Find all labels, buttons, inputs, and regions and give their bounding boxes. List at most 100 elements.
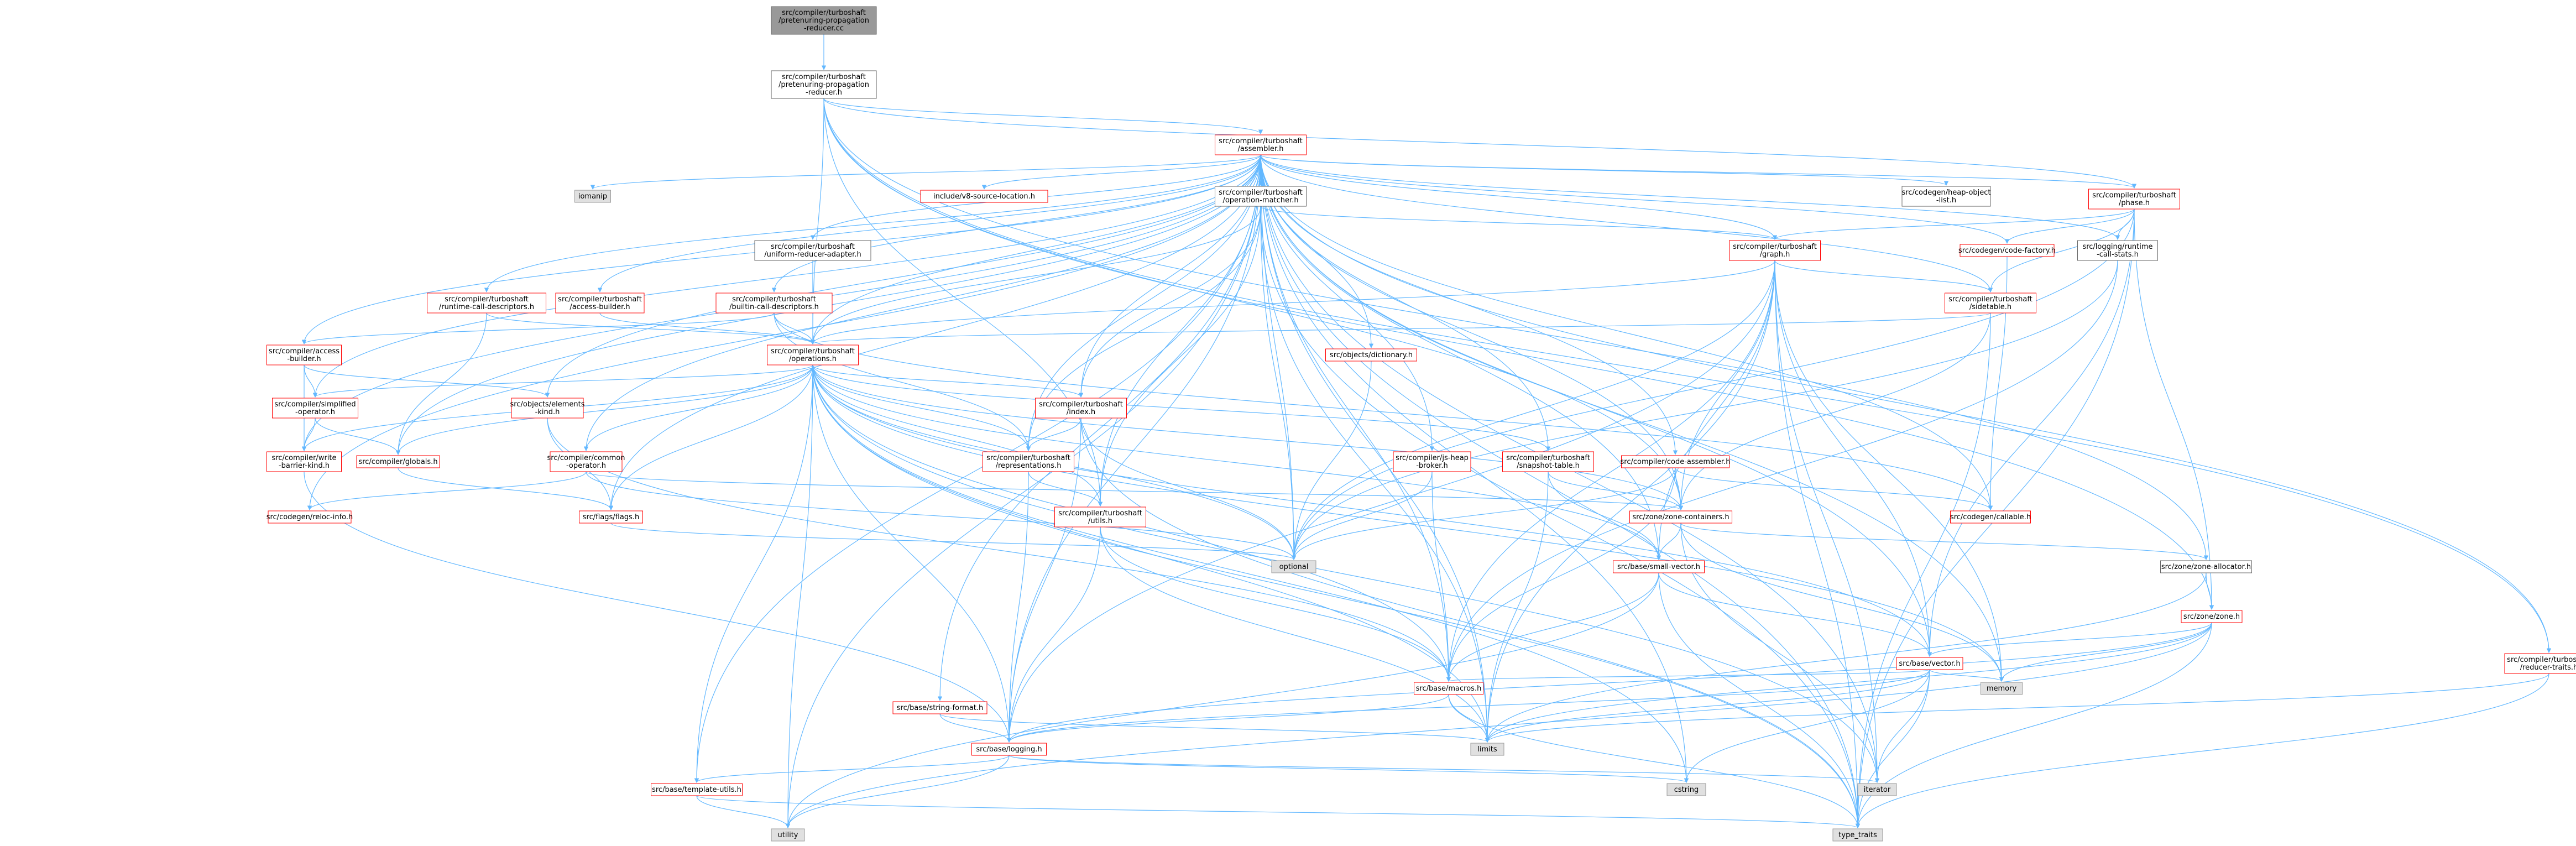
node-box [1613, 560, 1705, 573]
node-root[interactable]: src/compiler/turboshaft/pretenuring-prop… [771, 6, 877, 35]
edge-runtime_call_descriptors_h-to-operations_h [486, 312, 816, 344]
edge-simplified_operator_h-to-write_barrier_kind_h [301, 417, 316, 451]
node-memory: memory [1981, 682, 2023, 695]
node-utils-h[interactable]: src/compiler/turboshaft/utils.h [1054, 506, 1146, 528]
node-dictionary-h[interactable]: src/objects/dictionary.h [1325, 348, 1417, 362]
node-snapshot-table-h[interactable]: src/compiler/turboshaft/snapshot-table.h [1502, 451, 1594, 472]
node-label-line: /graph.h [1760, 250, 1790, 259]
edge-assembler_h-to-reducer_traits_h [1260, 154, 2552, 653]
node-reloc-info-h[interactable]: src/codegen/reloc-info.h [267, 510, 353, 524]
edge-runtime_call_stats_h-to-optional [1291, 260, 2118, 560]
node-zone-allocator-h[interactable]: src/zone/zone-allocator.h [2160, 560, 2252, 573]
node-box [1215, 186, 1307, 207]
node-zone-containers-h[interactable]: src/zone/zone-containers.h [1629, 510, 1732, 524]
node-compiler-access-builder-h[interactable]: src/compiler/access-builder.h [267, 344, 342, 365]
node-reducer-traits-h[interactable]: src/compiler/turboshaft/reducer-traits.h [2504, 653, 2576, 674]
node-label-line: src/compiler/simplified [274, 400, 356, 409]
edge-assembler_h-to-utility [785, 154, 1261, 828]
edge-zone_h-to-memory [1999, 622, 2212, 682]
node-macros-h[interactable]: src/base/macros.h [1414, 682, 1483, 695]
node-index-h[interactable]: src/compiler/turboshaft/index.h [1035, 398, 1127, 419]
edge-operations_h-to-iterator [812, 364, 1880, 783]
edge-operations_h-to-cstring [812, 364, 1689, 783]
edge-operations_h-to-zone_containers_h [812, 364, 1684, 510]
edge-operation_matcher_h-to-type_traits [1260, 206, 1861, 828]
edge-vector_h-to-iterator [1874, 669, 1930, 783]
node-callable-h[interactable]: src/codegen/callable.h [1950, 510, 2031, 524]
node-template-utils-h[interactable]: src/base/template-utils.h [651, 783, 743, 796]
node-label-line: src/compiler/turboshaft [1733, 243, 1817, 251]
node-box [1945, 293, 2036, 314]
node-operation-matcher-h[interactable]: src/compiler/turboshaft/operation-matche… [1215, 186, 1307, 207]
node-label-line: src/objects/elements [510, 400, 585, 409]
edge-builtin_call_descriptors_h-to-operations_h [774, 312, 816, 344]
edge-operations_h-to-type_traits [812, 364, 1861, 828]
node-cstring: cstring [1666, 783, 1706, 796]
node-globals-h[interactable]: src/compiler/globals.h [356, 455, 440, 468]
edge-assembler_h-to-logging_h [1006, 154, 1261, 743]
node-label-line: src/zone/zone-containers.h [1632, 513, 1729, 521]
node-operations-h[interactable]: src/compiler/turboshaft/operations.h [767, 344, 859, 365]
node-label-line: /builtin-call-descriptors.h [729, 303, 819, 311]
node-code-factory-h[interactable]: src/codegen/code-factory.h [1958, 244, 2056, 257]
node-flags-h[interactable]: src/flags/flags.h [579, 510, 643, 524]
edge-graph_h-to-sidetable_h [1774, 260, 1993, 293]
node-box [2160, 560, 2252, 573]
node-js-heap-broker-h[interactable]: src/compiler/js-heap-broker.h [1393, 451, 1471, 472]
node-common-operator-h[interactable]: src/compiler/common-operator.h [547, 451, 625, 472]
node-label-line: src/compiler/turboshaft [771, 243, 855, 251]
node-runtime-call-descriptors-h[interactable]: src/compiler/turboshaft/runtime-call-des… [427, 293, 546, 314]
edge-phase_h-to-graph_h [1772, 208, 2135, 240]
edge-small_vector_h-to-macros_h [1446, 572, 1659, 682]
node-label-line: -broker.h [1416, 462, 1448, 470]
node-zone-h[interactable]: src/zone/zone.h [2181, 610, 2243, 623]
node-sidetable-h[interactable]: src/compiler/turboshaft/sidetable.h [1945, 293, 2036, 314]
edge-string_format_h-to-limits [939, 713, 1490, 743]
node-uniform-reducer-adapter-h[interactable]: src/compiler/turboshaft/uniform-reducer-… [754, 240, 871, 261]
node-assembler-h[interactable]: src/compiler/turboshaft/assembler.h [1215, 134, 1307, 155]
edge-graph_h-to-operations_h [810, 260, 1775, 344]
node-representations-h[interactable]: src/compiler/turboshaft/representations.… [983, 451, 1074, 472]
node-box [1950, 510, 2031, 524]
node-access-builder-ts-h[interactable]: src/compiler/turboshaft/access-builder.h [555, 293, 645, 314]
node-write-barrier-kind-h[interactable]: src/compiler/write-barrier-kind.h [267, 451, 342, 472]
node-simplified-operator-h[interactable]: src/compiler/simplified-operator.h [272, 398, 358, 419]
node-box [920, 190, 1048, 203]
node-pretenuring-reducer-h[interactable]: src/compiler/turboshaft/pretenuring-prop… [771, 70, 877, 99]
edge-code_assembler_h-to-zone_containers_h [1675, 467, 1684, 510]
node-label-line: type_traits [1838, 831, 1877, 839]
node-vector-h[interactable]: src/base/vector.h [1896, 657, 1963, 670]
node-builtin-call-descriptors-h[interactable]: src/compiler/turboshaft/builtin-call-des… [715, 293, 833, 314]
node-box [1414, 682, 1483, 695]
node-label-line: -reducer.h [806, 88, 842, 97]
edge-flags_h-to-optional [610, 523, 1296, 560]
node-label-line: src/codegen/heap-object [1901, 189, 1990, 197]
node-box [1729, 240, 1821, 261]
node-code-assembler-h[interactable]: src/compiler/code-assembler.h [1621, 455, 1731, 468]
file-nodes: src/compiler/turboshaft/pretenuring-prop… [267, 6, 2576, 842]
node-box [2181, 610, 2243, 623]
node-small-vector-h[interactable]: src/base/small-vector.h [1613, 560, 1705, 573]
node-label-line: /assembler.h [1238, 145, 1284, 153]
node-string-format-h[interactable]: src/base/string-format.h [892, 701, 987, 714]
edge-snapshot_table_h-to-zone_containers_h [1548, 471, 1684, 510]
node-runtime-call-stats-h[interactable]: src/logging/runtime-call-stats.h [2077, 240, 2158, 261]
node-label-line: src/base/string-format.h [897, 704, 983, 712]
edge-operations_h-to-globals_h [395, 364, 813, 455]
edge-macros_h-to-logging_h [1006, 694, 1449, 743]
edge-operations_h-to-utility [785, 364, 813, 828]
node-box [1666, 783, 1706, 796]
node-phase-h[interactable]: src/compiler/turboshaft/phase.h [2088, 189, 2180, 210]
edge-operation_matcher_h-to-optional [1260, 206, 1297, 560]
node-logging-h[interactable]: src/base/logging.h [971, 743, 1047, 756]
node-source-location-h[interactable]: include/v8-source-location.h [920, 190, 1048, 203]
node-heap-object-list-h[interactable]: src/codegen/heap-object-list.h [1901, 186, 1991, 207]
node-box [892, 701, 987, 714]
node-iterator: iterator [1857, 783, 1897, 796]
node-graph-h[interactable]: src/compiler/turboshaft/graph.h [1729, 240, 1821, 261]
node-label-line: src/codegen/callable.h [1950, 513, 2031, 521]
node-label-line: /pretenuring-propagation [778, 17, 869, 25]
node-elements-kind-h[interactable]: src/objects/elements-kind.h [510, 398, 585, 419]
node-label-line: -call-stats.h [2097, 250, 2139, 259]
